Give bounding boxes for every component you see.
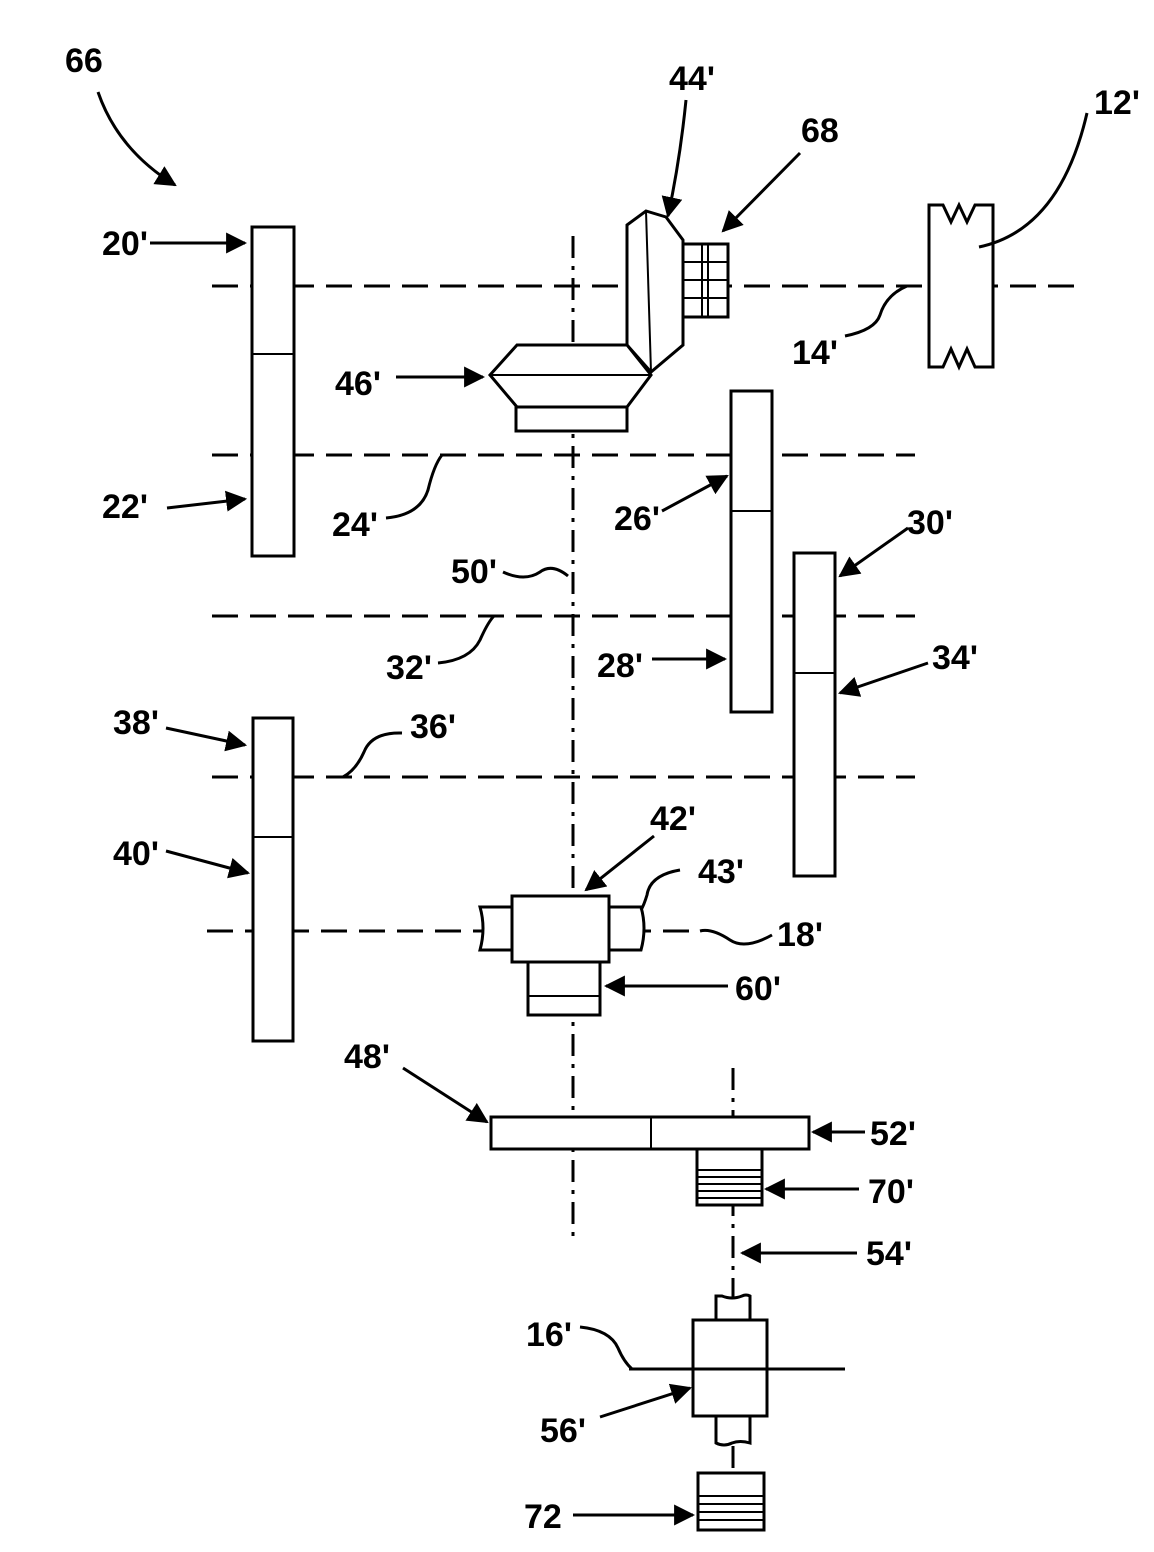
label-66: 66 <box>65 42 103 80</box>
label-36: 36' <box>410 708 456 746</box>
label-44: 44' <box>669 60 715 98</box>
label-18: 18' <box>777 916 823 954</box>
component-42-43-60 <box>480 896 644 1015</box>
label-70: 70' <box>868 1173 914 1211</box>
gear-38-40 <box>253 718 293 1041</box>
label-30: 30' <box>907 504 953 542</box>
label-14: 14' <box>792 334 838 372</box>
label-68: 68 <box>801 112 839 150</box>
component-72 <box>698 1473 764 1530</box>
label-40: 40' <box>113 835 159 873</box>
label-28: 28' <box>597 647 643 685</box>
label-16: 16' <box>526 1316 572 1354</box>
label-54: 54' <box>866 1235 912 1273</box>
label-52: 52' <box>870 1115 916 1153</box>
label-32: 32' <box>386 649 432 687</box>
label-20: 20' <box>102 225 148 263</box>
bevel-gear-44 <box>627 211 683 372</box>
bearing-16-56 <box>629 1295 845 1445</box>
label-26: 26' <box>614 500 660 538</box>
clutch-68 <box>683 244 728 317</box>
label-50: 50' <box>451 553 497 591</box>
gear-26-28 <box>731 391 772 712</box>
worm-70 <box>697 1149 762 1205</box>
label-22: 22' <box>102 488 148 526</box>
label-42: 42' <box>650 800 696 838</box>
gear-30-34 <box>794 553 835 876</box>
label-46: 46' <box>335 365 381 403</box>
label-43: 43' <box>698 853 744 891</box>
gear-48-52 <box>491 1117 809 1149</box>
label-56: 56' <box>540 1412 586 1450</box>
label-34: 34' <box>932 639 978 677</box>
label-60: 60' <box>735 970 781 1008</box>
gear-20-22 <box>252 227 294 556</box>
label-24: 24' <box>332 506 378 544</box>
label-72: 72 <box>524 1498 562 1536</box>
label-48: 48' <box>344 1038 390 1076</box>
label-38: 38' <box>113 704 159 742</box>
bevel-gear-46 <box>490 345 651 431</box>
pulley-12 <box>929 205 993 367</box>
label-12: 12' <box>1094 84 1140 122</box>
